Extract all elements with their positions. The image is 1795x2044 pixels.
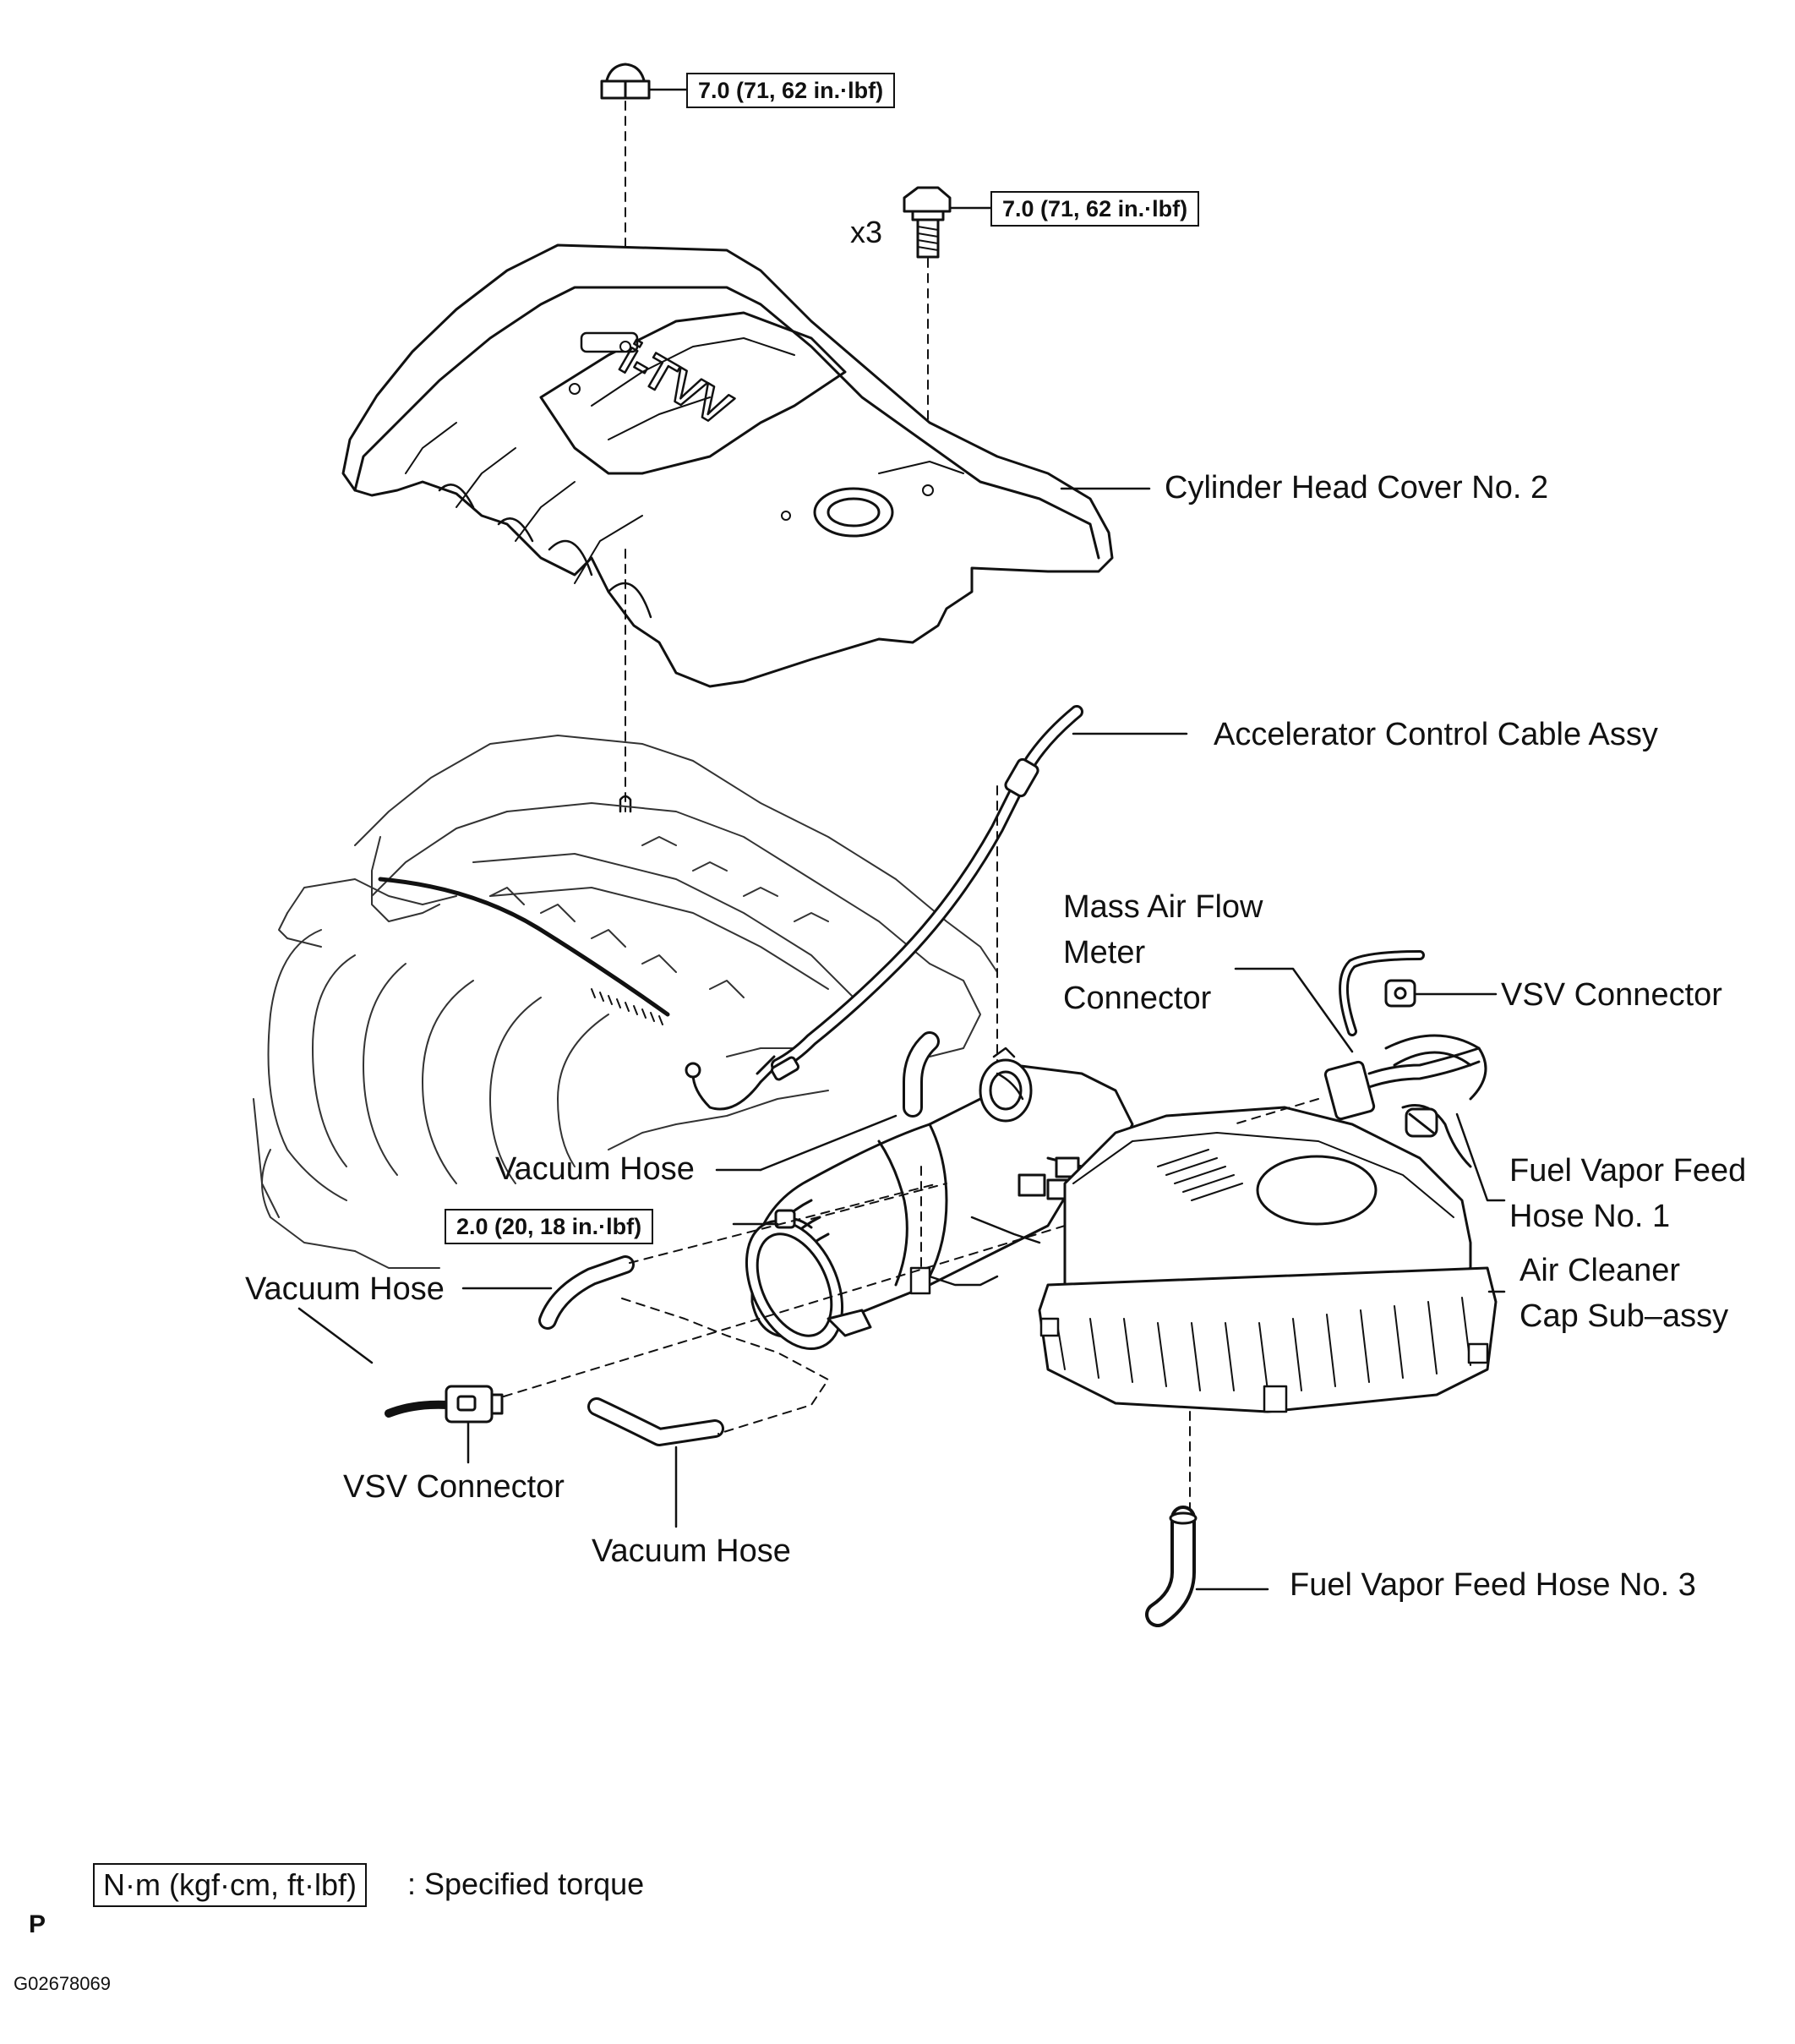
fuel-vapor-hose-3-icon bbox=[1145, 1506, 1198, 1627]
vacuum-hose-left-icon bbox=[538, 1255, 635, 1330]
label-maf-line1: Mass Air Flow bbox=[1063, 889, 1263, 925]
engine-phantom-leader bbox=[297, 1307, 374, 1364]
fuel-vapor-1-leader-line bbox=[1455, 1112, 1506, 1202]
label-fuel-vapor-1-line2: Hose No. 1 bbox=[1509, 1199, 1671, 1234]
label-cylinder-head-cover: Cylinder Head Cover No. 2 bbox=[1165, 470, 1549, 506]
label-vacuum-hose-left: Vacuum Hose bbox=[245, 1271, 445, 1307]
wire-harness-clamp bbox=[378, 877, 670, 1017]
vacuum-hose-upper-leader bbox=[759, 1114, 898, 1172]
vsv-hose-right bbox=[1339, 950, 1487, 1101]
label-vsv-connector-right: VSV Connector bbox=[1501, 977, 1722, 1013]
fuel-vapor-hose-1-icon bbox=[1401, 1104, 1472, 1168]
legend-unit-box: N·m (kgf·cm, ft·lbf) bbox=[93, 1863, 367, 1907]
label-vacuum-hose-upper: Vacuum Hose bbox=[495, 1151, 695, 1187]
cap-nut-icon bbox=[600, 63, 651, 100]
footer-figure-id: G02678069 bbox=[14, 1973, 111, 1994]
bolt-quantity: x3 bbox=[850, 215, 883, 249]
label-vsv-connector-left: VSV Connector bbox=[343, 1469, 565, 1505]
label-accelerator-cable: Accelerator Control Cable Assy bbox=[1214, 717, 1658, 752]
vsv-left-dashed bbox=[503, 1225, 1066, 1397]
footer-code-letter: P bbox=[29, 1910, 46, 1938]
maf-dashed-axis bbox=[1233, 1098, 1319, 1125]
vsv-connector-right-icon bbox=[1384, 979, 1416, 1008]
legend-description: : Specified torque bbox=[407, 1866, 645, 1901]
accelerator-cable bbox=[685, 705, 1083, 1111]
torque-spec-clamp: 2.0 (20, 18 in.·lbf) bbox=[445, 1209, 654, 1244]
air-cleaner-cap bbox=[1038, 1106, 1498, 1413]
bolt-icon bbox=[903, 186, 952, 259]
engine-block-outline bbox=[253, 735, 998, 1269]
hatch-marks bbox=[591, 988, 663, 1025]
label-air-cleaner-line2: Cap Sub–assy bbox=[1519, 1298, 1729, 1334]
torque-spec-bolt: 7.0 (71, 62 in.·lbf) bbox=[990, 191, 1200, 227]
label-fuel-vapor-1-line1: Fuel Vapor Feed bbox=[1509, 1153, 1747, 1189]
maf-connector-icon bbox=[1323, 1047, 1481, 1121]
torque-spec-nut: 7.0 (71, 62 in.·lbf) bbox=[686, 73, 896, 108]
cylinder-head-cover bbox=[341, 243, 1114, 688]
clamp-dashed-axis bbox=[810, 1183, 947, 1220]
label-air-cleaner-line1: Air Cleaner bbox=[1519, 1253, 1681, 1288]
vacuum-hose-bottom-dashed bbox=[621, 1298, 829, 1435]
label-vacuum-hose-bottom: Vacuum Hose bbox=[592, 1533, 791, 1569]
maf-leader-line bbox=[1234, 967, 1354, 1053]
vacuum-hose-bottom-icon bbox=[587, 1397, 724, 1446]
vsv-connector-left-icon bbox=[385, 1385, 504, 1424]
vacuum-hose-left-dashed bbox=[629, 1183, 939, 1264]
label-maf-line2: Meter bbox=[1063, 935, 1146, 970]
vacuum-hose-upper-icon bbox=[903, 1031, 940, 1118]
locating-pin-icon bbox=[619, 795, 632, 813]
label-fuel-vapor-3: Fuel Vapor Feed Hose No. 3 bbox=[1290, 1567, 1696, 1603]
label-maf-line3: Connector bbox=[1063, 981, 1212, 1016]
